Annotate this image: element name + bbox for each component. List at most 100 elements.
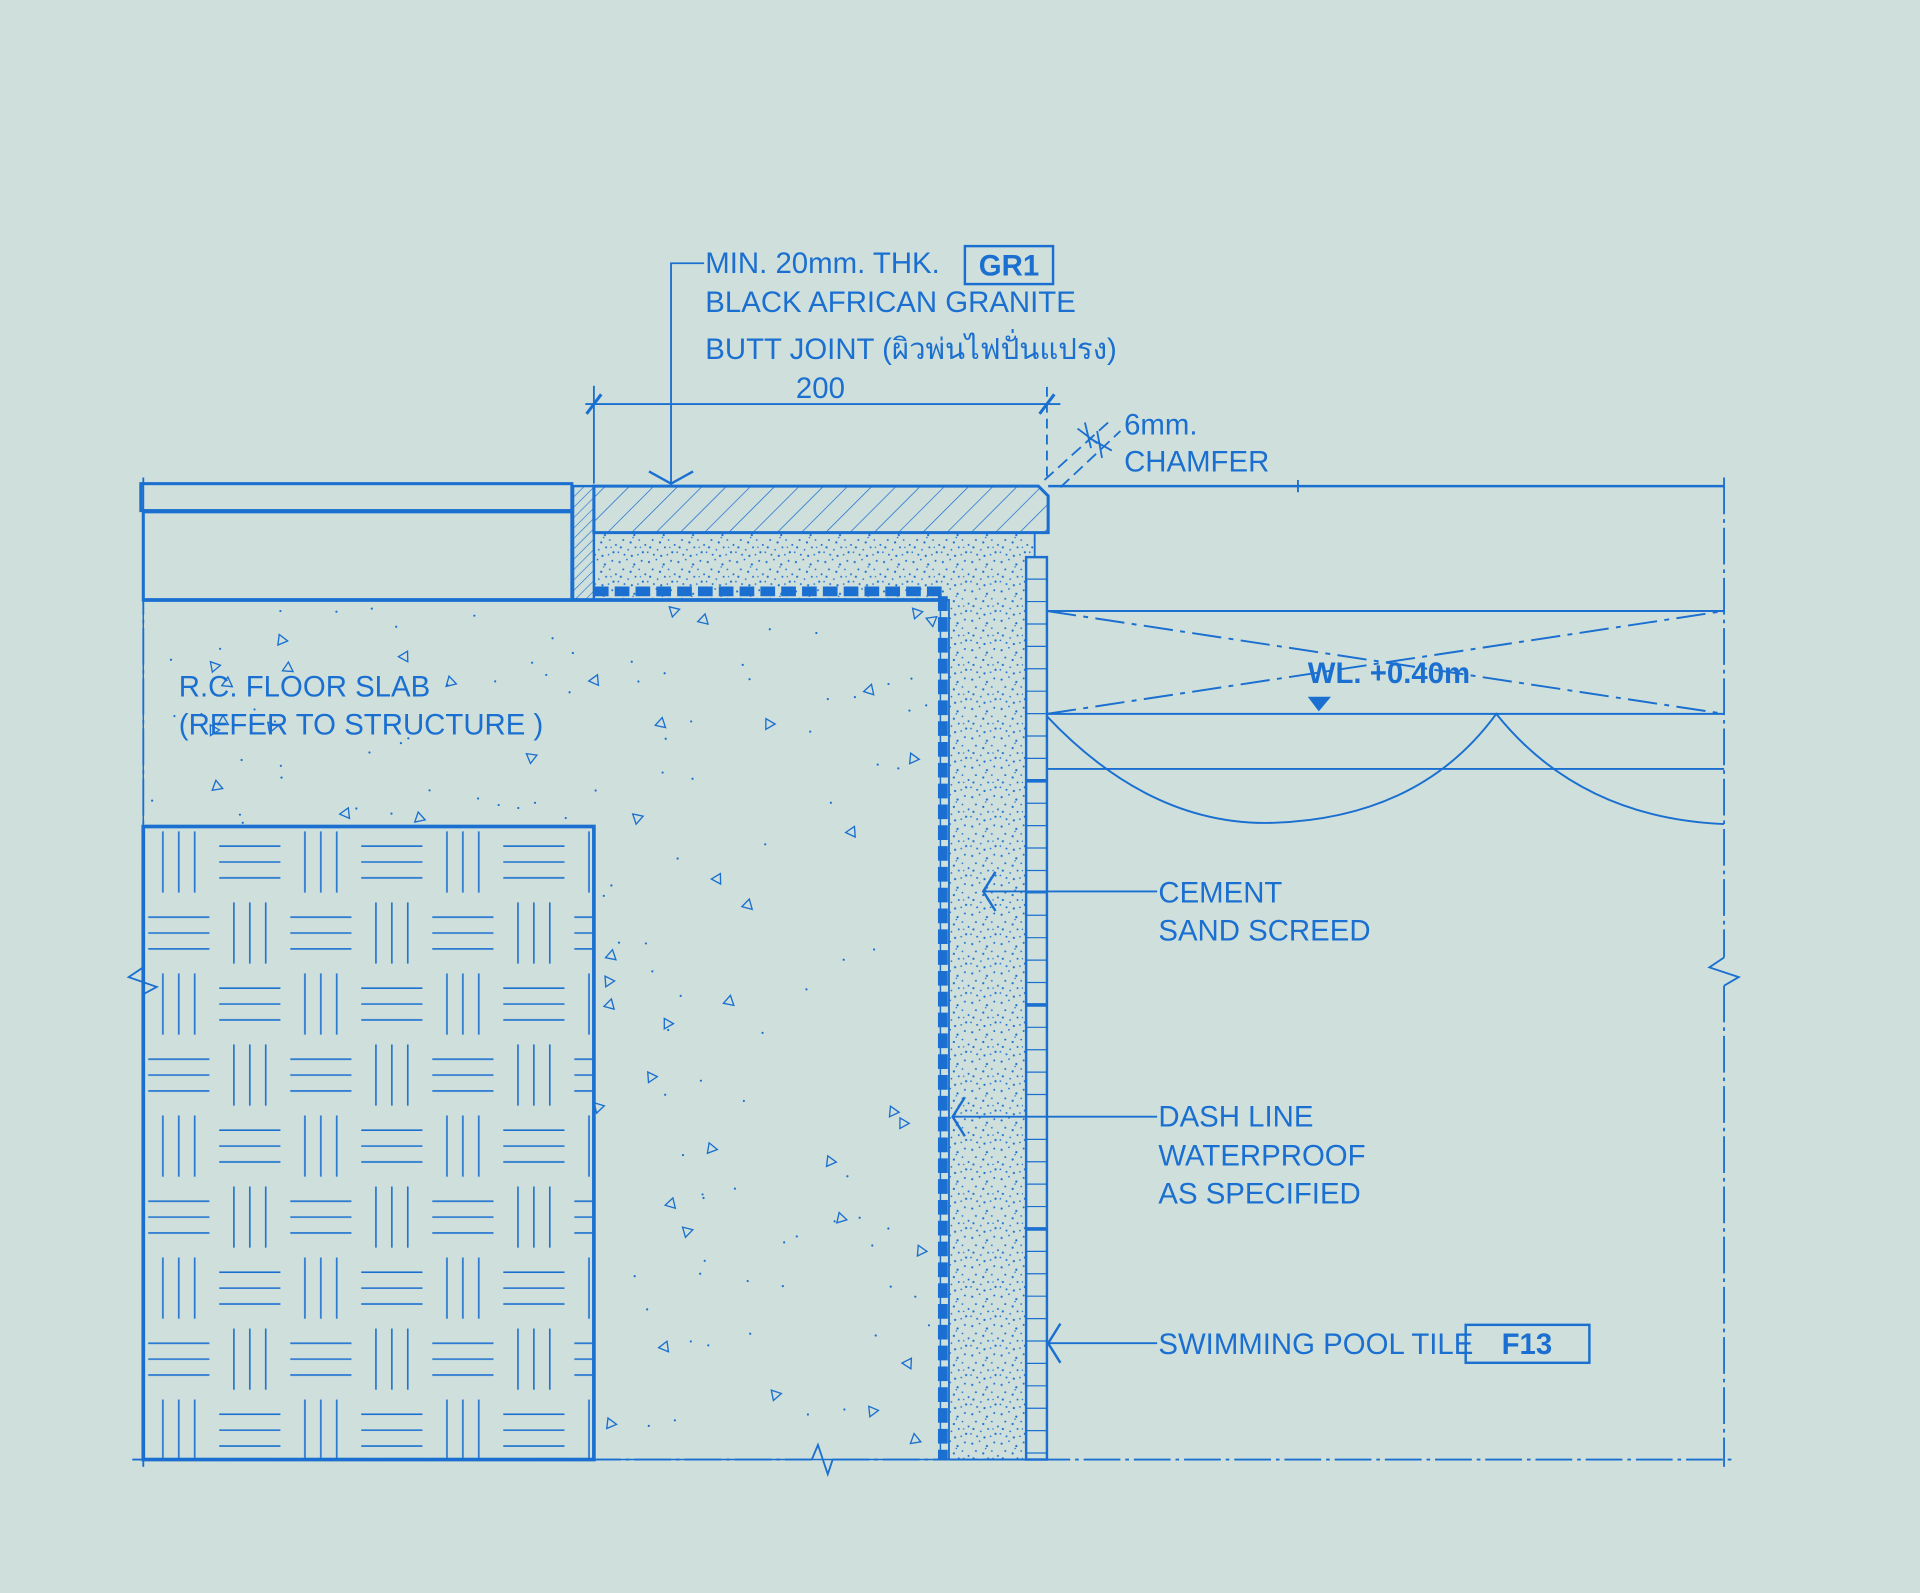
aggregate-mark bbox=[888, 1104, 901, 1118]
aggregate-dot bbox=[647, 1424, 650, 1427]
aggregate-mark bbox=[281, 660, 295, 673]
aggregate-dot bbox=[701, 1193, 704, 1196]
aggregate-mark bbox=[605, 1416, 618, 1430]
aggregate-mark bbox=[825, 1154, 838, 1168]
aggregate-dot bbox=[781, 1285, 784, 1288]
aggregate-dot bbox=[617, 941, 621, 944]
aggregate-dot bbox=[428, 789, 431, 792]
chamfer-leader bbox=[1043, 421, 1122, 488]
aggregate-dot bbox=[702, 1196, 705, 1200]
aggregate-mark bbox=[681, 1226, 695, 1239]
aggregate-dot bbox=[355, 807, 358, 810]
aggregate-dot bbox=[494, 680, 497, 683]
aggregate-dot bbox=[571, 651, 574, 655]
aggregate-dot bbox=[395, 625, 398, 628]
waterproof-membrane bbox=[593, 586, 948, 1460]
aggregate-mark bbox=[663, 1017, 675, 1031]
aggregate-dot bbox=[691, 777, 694, 780]
aggregate-dot bbox=[661, 771, 664, 774]
aggregate-dot bbox=[253, 708, 256, 711]
aggregate-dot bbox=[630, 660, 633, 663]
aggregate-dot bbox=[390, 812, 393, 815]
aggregate-mark bbox=[722, 994, 735, 1007]
aggregate-mark bbox=[909, 1432, 923, 1445]
aggregate-dot bbox=[748, 678, 751, 681]
chamfer-label: CHAMFER bbox=[1124, 445, 1269, 478]
aggregate-dot bbox=[497, 803, 500, 807]
aggregate-mark bbox=[740, 897, 754, 911]
aggregate-dot bbox=[846, 1175, 849, 1178]
aggregate-dot bbox=[897, 767, 900, 770]
dimension-value: 200 bbox=[796, 372, 845, 405]
aggregate-dot bbox=[651, 970, 654, 973]
aggregate-dot bbox=[533, 801, 537, 804]
aggregate-mark bbox=[631, 813, 645, 826]
aggregate-mark bbox=[445, 674, 458, 688]
aggregate-dot bbox=[742, 1099, 745, 1103]
aggregate-dot bbox=[871, 1244, 874, 1247]
slab-label: R.C. FLOOR SLAB bbox=[179, 671, 430, 704]
cement-sand-screed bbox=[592, 531, 1036, 1461]
granite-material-label: BLACK AFRICAN GRANITE bbox=[705, 286, 1076, 319]
aggregate-mark bbox=[900, 1357, 913, 1371]
aggregate-dot bbox=[843, 1408, 846, 1411]
aggregate-dot bbox=[218, 647, 222, 650]
aggregate-mark bbox=[911, 607, 924, 620]
aggregate-mark bbox=[653, 716, 667, 729]
aggregate-dot bbox=[279, 609, 282, 613]
aggregate-mark bbox=[413, 810, 427, 823]
aggregate-dot bbox=[173, 714, 176, 718]
brick-masonry bbox=[141, 824, 596, 1462]
aggregate-mark bbox=[765, 717, 777, 731]
aggregate-mark bbox=[220, 675, 234, 688]
aggregate-dot bbox=[200, 713, 203, 716]
aggregate-dot bbox=[703, 1259, 706, 1262]
aggregate-mark bbox=[862, 683, 875, 696]
aggregate-dot bbox=[746, 1279, 749, 1283]
waterproof-label-3: AS SPECIFIED bbox=[1158, 1178, 1360, 1211]
aggregate-dot bbox=[368, 751, 371, 754]
aggregate-dot bbox=[876, 763, 879, 766]
aggregate-mark bbox=[867, 1405, 880, 1419]
aggregate-mark bbox=[602, 997, 616, 1011]
aggregate-dot bbox=[664, 1093, 667, 1096]
aggregate-dot bbox=[761, 1031, 764, 1034]
water-level-marker-icon bbox=[1307, 696, 1332, 712]
aggregate-mark bbox=[216, 714, 230, 726]
waterproof-leader bbox=[951, 1096, 1158, 1137]
aggregate-dot bbox=[749, 1332, 752, 1335]
granite-thickness-label: MIN. 20mm. THK. bbox=[705, 247, 939, 280]
aggregate-mark bbox=[604, 948, 617, 961]
tile-label: SWIMMING POOL TILE bbox=[1158, 1328, 1473, 1361]
granite-joint-label: BUTT JOINT (ผิวพ่นไฟปั่นแปรง) bbox=[705, 328, 1117, 366]
aggregate-dot bbox=[551, 637, 554, 640]
aggregate-mark bbox=[338, 806, 351, 820]
aggregate-mark bbox=[706, 1141, 719, 1155]
aggregate-dot bbox=[151, 799, 154, 802]
aggregate-mark bbox=[663, 1196, 677, 1210]
aggregate-mark bbox=[916, 1244, 929, 1258]
aggregate-dot bbox=[399, 742, 403, 745]
aggregate-dot bbox=[783, 1241, 786, 1244]
aggregate-dot bbox=[914, 1295, 917, 1298]
aggregate-dot bbox=[681, 1153, 685, 1157]
pool-tile-joints bbox=[1026, 578, 1047, 1454]
aggregate-dot bbox=[887, 682, 890, 686]
aggregate-dot bbox=[273, 720, 277, 723]
aggregate-mark bbox=[770, 1389, 783, 1402]
aggregate-mark bbox=[211, 779, 224, 792]
aggregate-dot bbox=[809, 730, 812, 733]
aggregate-dot bbox=[335, 610, 338, 613]
aggregate-dot bbox=[633, 1275, 636, 1278]
tile-tag: F13 bbox=[1502, 1328, 1553, 1361]
aggregate-mark bbox=[647, 1070, 659, 1084]
aggregate-dot bbox=[667, 1028, 670, 1032]
aggregate-dot bbox=[872, 948, 876, 951]
aggregate-dot bbox=[241, 821, 244, 824]
aggregate-dot bbox=[564, 816, 567, 820]
aggregate-dot bbox=[833, 1220, 836, 1223]
aggregate-dot bbox=[238, 813, 242, 816]
tile-leader bbox=[1046, 1322, 1158, 1364]
granite-leader bbox=[648, 262, 705, 486]
aggregate-dot bbox=[829, 801, 832, 804]
